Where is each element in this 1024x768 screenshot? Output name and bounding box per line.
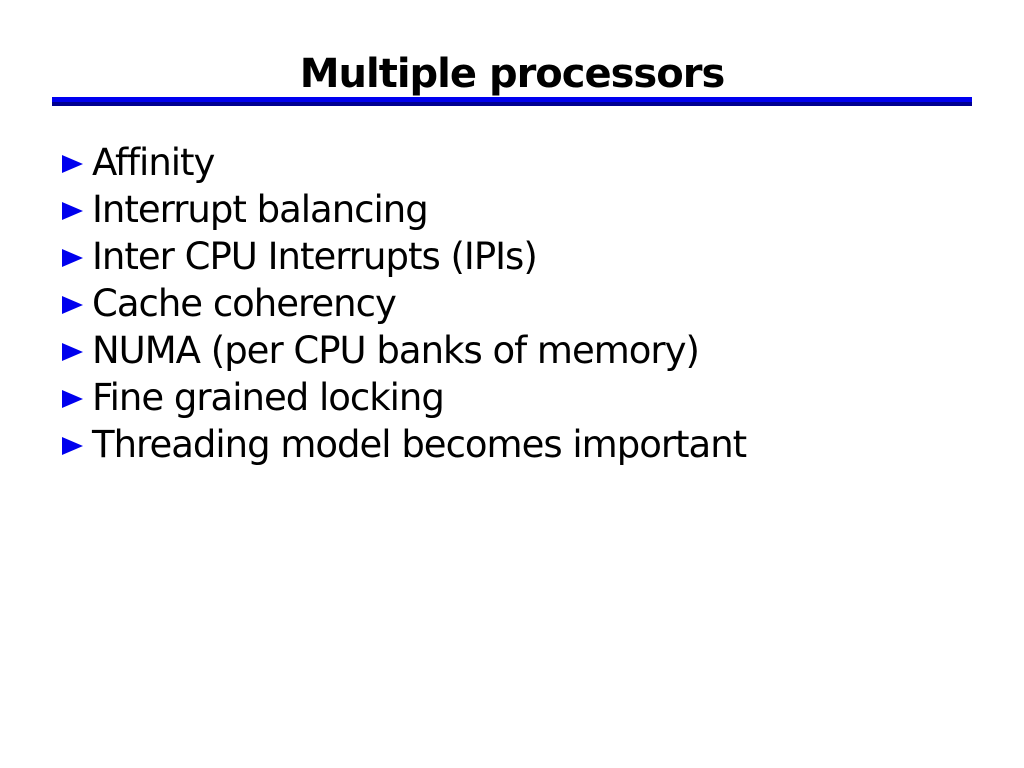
list-item: Inter CPU Interrupts (IPIs)	[62, 233, 1004, 280]
list-item: Cache coherency	[62, 280, 1004, 327]
list-item-label: Inter CPU Interrupts (IPIs)	[92, 235, 538, 278]
list-item: Interrupt balancing	[62, 186, 1004, 233]
triangle-right-icon	[62, 436, 83, 455]
title-underline-rule	[52, 97, 972, 106]
list-item-label: Threading model becomes important	[92, 423, 747, 466]
list-item: Affinity	[62, 139, 1004, 186]
list-item: Fine grained locking	[62, 374, 1004, 421]
list-item-label: Interrupt balancing	[92, 188, 429, 231]
triangle-right-icon	[62, 154, 83, 173]
triangle-right-icon	[62, 295, 83, 314]
triangle-right-icon	[62, 342, 83, 361]
triangle-right-icon	[62, 248, 83, 267]
bullet-list: Affinity Interrupt balancing Inter CPU I…	[62, 139, 1004, 468]
triangle-right-icon	[62, 201, 83, 220]
list-item-label: Fine grained locking	[92, 376, 445, 419]
list-item-label: Affinity	[92, 141, 215, 184]
list-item-label: NUMA (per CPU banks of memory)	[92, 329, 700, 372]
list-item-label: Cache coherency	[92, 282, 397, 325]
page-title: Multiple processors	[299, 51, 726, 97]
list-item: NUMA (per CPU banks of memory)	[62, 327, 1004, 374]
triangle-right-icon	[62, 389, 83, 408]
list-item: Threading model becomes important	[62, 421, 1004, 468]
